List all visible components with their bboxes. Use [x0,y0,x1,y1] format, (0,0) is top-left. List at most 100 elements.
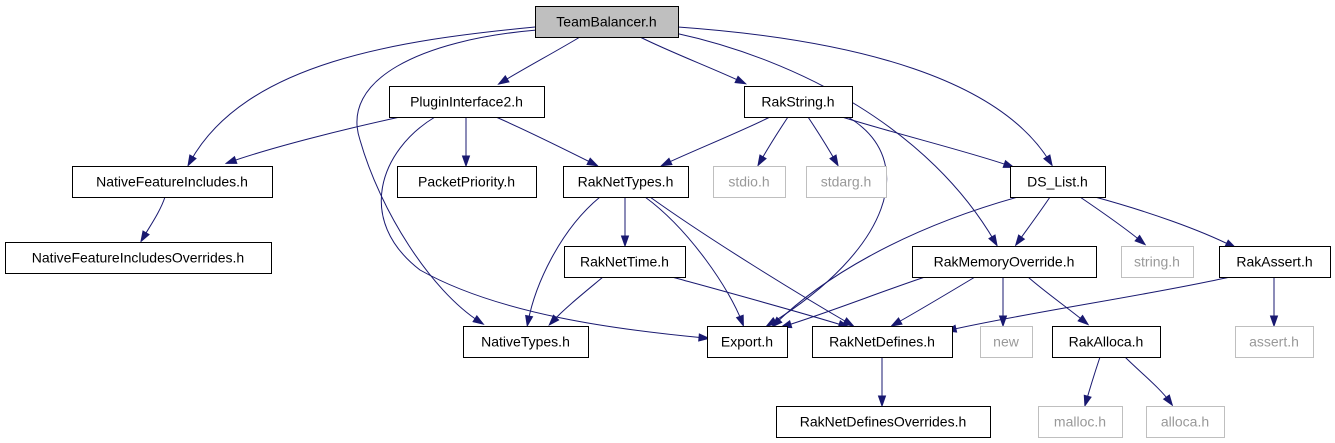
node-box [1219,246,1331,278]
node-new: new [980,326,1033,358]
node-box [1146,406,1225,438]
edge-line [841,116,1011,167]
edge-raknettypes-to-raknettime [620,197,630,248]
edge-plugininterface2-to-packetpriority [461,117,471,168]
edge-rakstring-to-raknettypes [660,116,771,167]
arrow-head-icon [1162,394,1174,407]
node-raknetdefines[interactable]: RakNetDefines.h [812,326,953,358]
node-nativefeatureincludesoverrides[interactable]: NativeFeatureIncludesOverrides.h [5,242,272,274]
edge-rakalloca-to-alloca [1124,356,1174,407]
node-box [72,166,273,198]
arrow-head-icon [757,154,767,167]
node-label: RakMemoryOverride.h [934,254,1075,270]
node-box [1010,166,1106,198]
edge-line [649,196,851,325]
node-rakassert[interactable]: RakAssert.h [1219,246,1331,278]
node-teambalancer[interactable]: TeamBalancer.h [535,6,679,38]
edge-line [674,32,996,243]
edge-line [380,116,706,339]
node-label: RakString.h [761,94,834,110]
node-label: new [993,334,1020,350]
node-box [980,326,1033,358]
arrow-head-icon [525,314,534,328]
node-box [806,166,887,198]
edge-raknettypes-to-export [644,196,744,328]
edge-line [664,116,771,165]
node-box [1052,326,1161,358]
edge-raknettime-to-raknetdefines [671,276,851,329]
edge-line [1079,196,1143,243]
arrow-head-icon [698,333,711,342]
edge-line [1124,356,1171,403]
arrow-head-icon [735,314,744,328]
edge-line [1085,356,1101,403]
node-raknettime[interactable]: RakNetTime.h [564,246,686,278]
node-nativefeatureincludes[interactable]: NativeFeatureIncludes.h [72,166,273,198]
node-dslist[interactable]: DS_List.h [1010,166,1106,198]
edge-teambalancer-to-rakmemoryoverride [674,32,998,247]
edge-rakstring-to-stdio [757,116,789,167]
edge-line [774,196,1019,325]
node-label: RakNetTypes.h [578,174,674,190]
arrow-head-icon [620,235,630,248]
node-rakalloca[interactable]: RakAlloca.h [1052,326,1161,358]
node-label: PluginInterface2.h [410,94,523,110]
node-box [1121,246,1194,278]
node-nativetypes[interactable]: NativeTypes.h [463,326,589,358]
edge-line [495,116,595,165]
edge-line [894,276,976,325]
edge-raknettypes-to-nativetypes [525,196,601,328]
node-export[interactable]: Export.h [707,326,788,358]
edge-line [759,116,789,163]
arrow-head-icon [461,155,471,168]
node-plugininterface2[interactable]: PluginInterface2.h [389,86,545,118]
arrow-head-icon [829,154,839,167]
node-label: TeamBalancer.h [556,14,656,30]
node-label: string.h [1134,254,1180,270]
edge-rakmemoryoverride-to-raknetdefines [890,276,976,327]
node-alloca: alloca.h [1146,406,1225,438]
node-raknetdefinesoverrides[interactable]: RakNetDefinesOverrides.h [776,406,991,438]
node-packetpriority[interactable]: PacketPriority.h [397,166,537,198]
node-rakmemoryoverride[interactable]: RakMemoryOverride.h [912,246,1097,278]
node-label: NativeFeatureIncludes.h [96,174,248,190]
edge-line [644,196,743,323]
node-label: stdio.h [728,174,769,190]
edge-line [1017,196,1051,243]
edge-teambalancer-to-dslist [677,26,1053,167]
arrow-head-icon [548,314,560,327]
edge-teambalancer-to-nativetypes [356,29,538,325]
arrow-head-icon [1002,159,1016,168]
node-label: RakAssert.h [1236,254,1312,270]
node-label: RakNetDefines.h [829,334,935,350]
arrow-head-icon [1134,234,1147,246]
node-assert: assert.h [1235,326,1314,358]
arrow-head-icon [877,395,887,408]
node-box [1235,326,1314,358]
edge-line [807,116,837,163]
node-label: Export.h [721,334,773,350]
node-label: stdarg.h [821,174,872,190]
node-label: alloca.h [1161,414,1209,430]
edge-teambalancer-to-plugininterface2 [497,36,581,85]
arrow-head-icon [1043,154,1053,167]
node-box [389,86,545,118]
node-rakstring[interactable]: RakString.h [744,86,853,118]
node-stdio: stdio.h [713,166,786,198]
edge-line [501,36,581,83]
arrow-head-icon [890,317,903,327]
node-label: DS_List.h [1027,174,1088,190]
arrow-head-icon [998,315,1008,328]
arrow-head-icon [734,75,747,85]
edge-line [356,29,538,323]
edge-teambalancer-to-rakstring [639,36,747,85]
edge-line [1027,276,1086,323]
arrow-head-icon [842,317,855,327]
node-box [713,166,786,198]
node-label: NativeFeatureIncludesOverrides.h [32,250,244,266]
node-stdarg: stdarg.h [806,166,887,198]
node-raknettypes[interactable]: RakNetTypes.h [563,166,689,198]
node-box [744,86,853,118]
